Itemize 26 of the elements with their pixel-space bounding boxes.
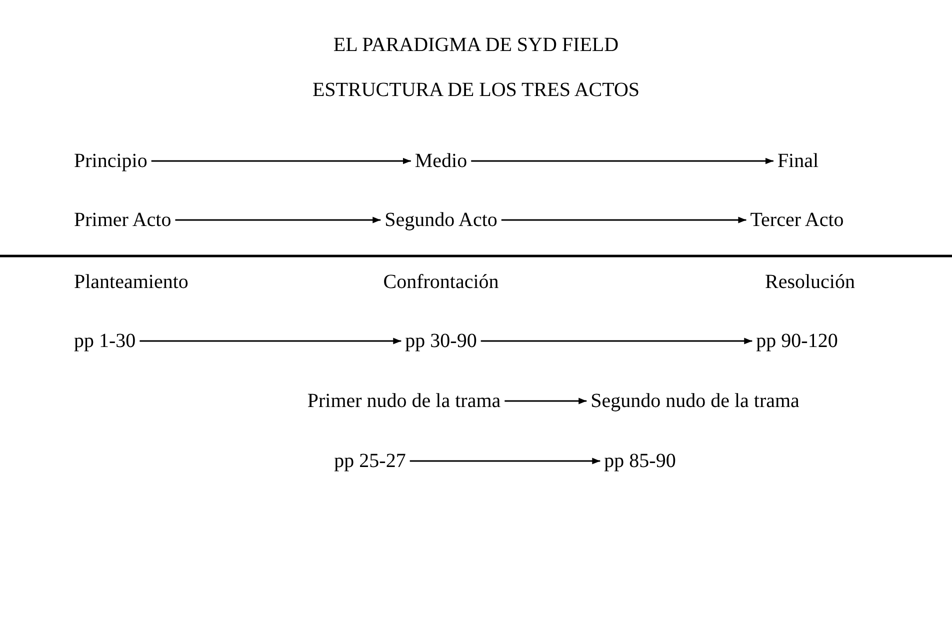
stage-label: Primer nudo de la trama [307, 389, 501, 413]
stage-label: Segundo nudo de la trama [590, 389, 800, 413]
stage-label: Primer Acto [74, 208, 172, 232]
arrow [151, 158, 411, 164]
stage-label: pp 90-120 [756, 329, 838, 353]
arrow [501, 216, 746, 224]
stage-label: pp 25-27 [334, 449, 406, 473]
stage-label: Final [777, 149, 819, 173]
subtitle: ESTRUCTURA DE LOS TRES ACTOS [312, 78, 640, 102]
arrow [410, 458, 600, 464]
arrow [175, 216, 381, 224]
stage-label: Principio [74, 149, 148, 173]
stage-label: Segundo Acto [384, 208, 498, 232]
column-heading: Planteamiento [74, 270, 188, 294]
arrow [140, 338, 402, 344]
stage-label: pp 85-90 [604, 449, 676, 473]
arrow [480, 338, 752, 344]
column-heading: Resolución [765, 270, 855, 294]
stage-label: Tercer Acto [750, 208, 844, 232]
stage-label: pp 30-90 [405, 329, 477, 353]
stage-label: Medio [414, 149, 468, 173]
diagram-title: EL PARADIGMA DE SYD FIELD [333, 33, 619, 57]
arrow [471, 158, 774, 164]
column-heading: Confrontación [383, 270, 499, 294]
arrow [504, 398, 587, 404]
stage-label: pp 1-30 [74, 329, 136, 353]
